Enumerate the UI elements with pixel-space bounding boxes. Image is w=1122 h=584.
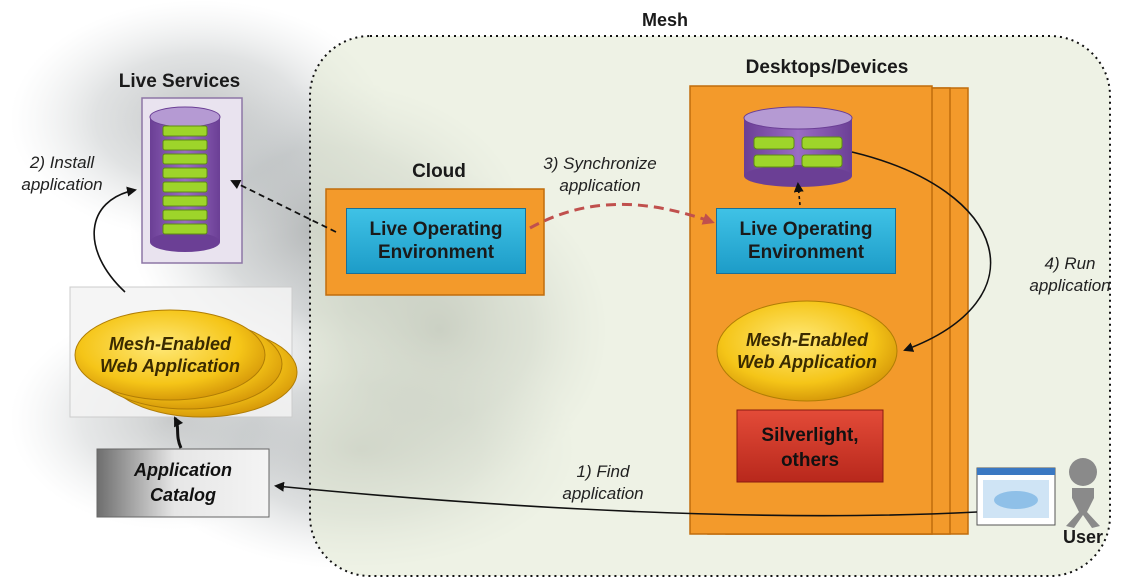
silverlight-label: Silverlight, others — [761, 425, 859, 471]
desktop-app-label: Mesh-Enabled Web Application — [736, 330, 877, 372]
mesh-title: Mesh — [641, 10, 688, 30]
step-run-label: 4) Run application — [1029, 254, 1111, 295]
live-services-database-icon — [149, 106, 221, 252]
run-arrow — [851, 151, 992, 352]
application-catalog-box — [96, 448, 270, 518]
step-install-label: 2) Install application — [21, 153, 103, 194]
step-find-label: 1) Find application — [562, 462, 644, 503]
live-services-title: Live Services — [118, 71, 241, 92]
user-label: User — [1062, 527, 1104, 547]
desktop-database-icon — [743, 106, 853, 187]
catalog-to-app-arrow — [173, 416, 184, 449]
left-app-label: Mesh-Enabled Web Application — [99, 334, 240, 376]
application-catalog-label: Application Catalog — [134, 460, 232, 505]
desktop-app-ellipse — [716, 300, 898, 402]
desktop-loe-box: Live Operating Environment — [716, 208, 896, 274]
browser-thumbnail-icon — [976, 467, 1056, 526]
step-synchronize-label: 3) Synchronize application — [543, 154, 657, 195]
synchronize-arrow — [529, 202, 715, 230]
user-icon — [1066, 458, 1100, 528]
cloud-title: Cloud — [412, 161, 466, 182]
install-arrow — [93, 186, 137, 293]
cloud-loe-box: Live Operating Environment — [346, 208, 526, 274]
find-arrow — [274, 481, 978, 517]
desktops-title: Desktops/Devices — [745, 57, 909, 78]
left-app-ellipse — [74, 309, 266, 401]
silverlight-box — [736, 409, 884, 483]
